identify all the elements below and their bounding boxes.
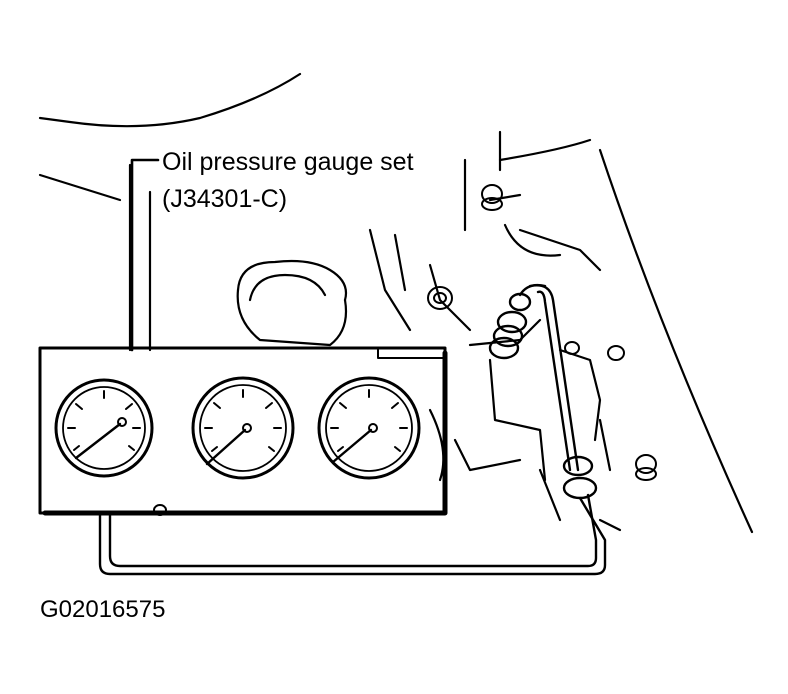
gauge-panel bbox=[38, 346, 448, 516]
bolt-heads bbox=[153, 184, 657, 516]
engine-block-outline bbox=[38, 72, 754, 534]
callout-label-line1: Oil pressure gauge set bbox=[162, 148, 414, 176]
oil-pressure-hose bbox=[98, 284, 607, 576]
callout-leader-line bbox=[130, 158, 160, 352]
callout-label-line2: (J34301-C) bbox=[162, 185, 288, 213]
gauge-right-icon bbox=[317, 376, 421, 480]
oil-filter-housing bbox=[236, 259, 348, 347]
gauge-center-icon bbox=[191, 376, 295, 480]
gauge-left-icon bbox=[54, 378, 154, 478]
figure-code: G02016575 bbox=[40, 596, 166, 623]
adapter-fittings bbox=[488, 283, 547, 360]
